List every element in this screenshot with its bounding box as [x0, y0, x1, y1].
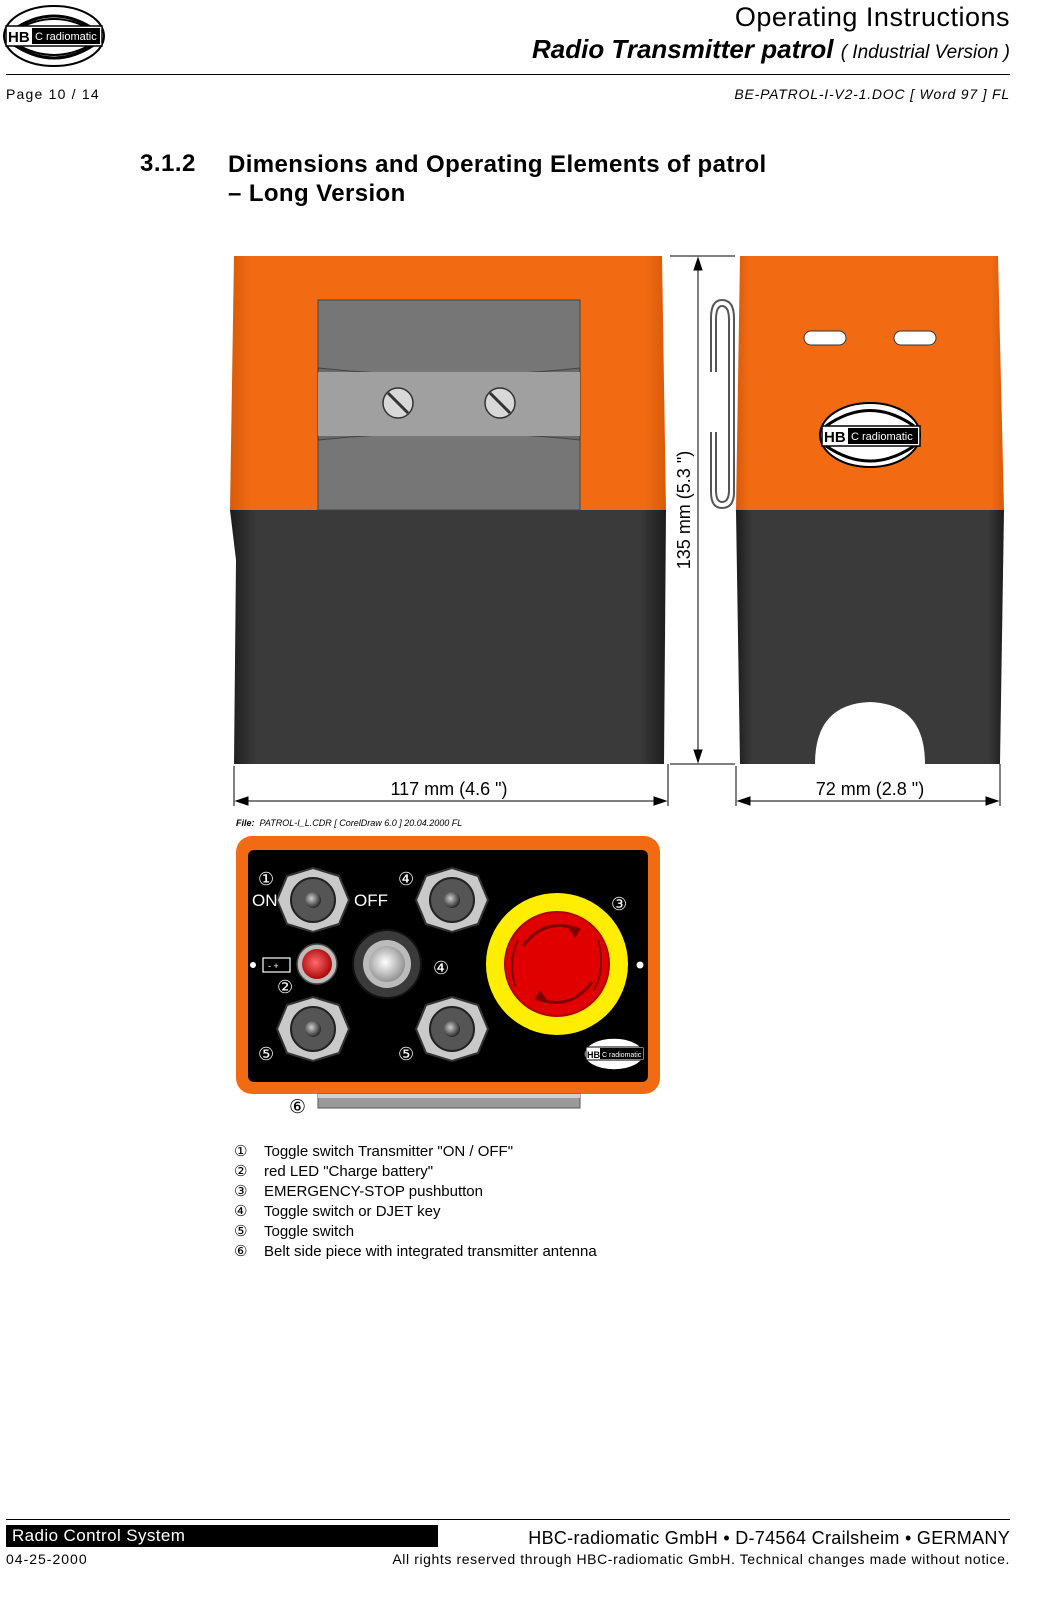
legend-text: Toggle switch: [264, 1223, 355, 1240]
svg-text:C radiomatic: C radiomatic: [35, 31, 97, 43]
document-subtitle-version: ( Industrial Version ): [840, 42, 1010, 63]
marker-2: ②: [277, 977, 293, 998]
legend-text: red LED "Charge battery": [264, 1163, 434, 1180]
page-number: Page 10 / 14: [6, 86, 100, 102]
marker-4-middle: ④: [433, 958, 449, 979]
document-subtitle: Radio Transmitter patrol ( Industrial Ve…: [532, 34, 1010, 65]
document-title: Operating Instructions: [734, 2, 1010, 32]
legend-number: ④: [234, 1203, 248, 1220]
legend-item: ⑥ Belt side piece with integrated transmi…: [234, 1242, 597, 1262]
legend-item: ④ Toggle switch or DJET key: [234, 1202, 597, 1222]
battery-label: - +: [268, 961, 279, 971]
belt-antenna-profile: [710, 298, 735, 510]
document-subtitle-main: Radio Transmitter patrol: [531, 34, 834, 64]
dimension-height-label: 135 mm (5.3 "): [674, 451, 694, 569]
svg-text:HB: HB: [8, 29, 30, 46]
off-label: OFF: [354, 891, 388, 910]
front-view: [230, 256, 666, 764]
dimension-lines: [233, 255, 1001, 806]
header-rule: [6, 74, 1010, 75]
legend-text: Toggle switch Transmitter "ON / OFF": [264, 1143, 514, 1160]
dimension-width-label: 117 mm (4.6 "): [390, 779, 507, 799]
battery-icon: - +: [250, 957, 291, 973]
legend-number: ②: [234, 1163, 248, 1180]
djet-key-icon: [352, 929, 422, 999]
side-slot: [803, 330, 847, 346]
svg-text:HB: HB: [587, 1050, 600, 1060]
side-logo: HB C radiomatic: [819, 402, 921, 468]
marker-4-top: ④: [398, 869, 414, 890]
belt-clip-upper: [317, 299, 581, 376]
belt-side-piece-highlight: [318, 1094, 580, 1098]
control-panel: - + HB C radiomatic ON OFF ① ④ ③ ④: [236, 836, 660, 1094]
panel-dot: [636, 961, 644, 969]
marker-1: ①: [258, 869, 274, 890]
screw-icon: [484, 387, 516, 419]
side-housing-bottom: [736, 510, 1004, 764]
legend-number: ⑥: [234, 1243, 248, 1260]
legend-item: ① Toggle switch Transmitter "ON / OFF": [234, 1142, 597, 1162]
panel-logo: HB C radiomatic: [583, 1037, 645, 1071]
footer-system-label: Radio Control System: [12, 1526, 186, 1545]
emergency-stop-icon: [486, 893, 628, 1035]
legend-number: ①: [234, 1143, 248, 1160]
legend-number: ③: [234, 1183, 248, 1200]
marker-5-left: ⑤: [258, 1044, 274, 1065]
footer-company: HBC-radiomatic GmbH • D-74564 Crailsheim…: [528, 1528, 1010, 1548]
toggle-switch-4-top: [414, 866, 490, 934]
belt-clip-middle: [318, 372, 580, 436]
footer-rights: All rights reserved through HBC-radiomat…: [392, 1551, 1010, 1567]
on-label: ON: [252, 891, 278, 910]
side-slot: [893, 330, 937, 346]
legend-text: Toggle switch or DJET key: [264, 1203, 441, 1220]
hbc-radiomatic-logo: HB C radiomatic: [3, 5, 105, 67]
belt-clip-lower: [317, 432, 581, 511]
toggle-switch-on-off: [275, 866, 351, 934]
file-label-prefix: File:: [236, 818, 255, 828]
toggle-switch-5-left: [275, 995, 351, 1063]
marker-6: ⑥: [289, 1096, 306, 1118]
section-title-line2: – Long Version: [228, 180, 406, 207]
marker-3: ③: [611, 894, 627, 915]
document-reference: BE-PATROL-I-V2-1.DOC [ Word 97 ] FL: [734, 86, 1010, 102]
section-title-line1: Dimensions and Operating Elements of pat…: [228, 151, 767, 178]
svg-text:C radiomatic: C radiomatic: [851, 431, 913, 443]
side-housing-top: [736, 256, 1004, 510]
legend-item: ③ EMERGENCY-STOP pushbutton: [234, 1182, 597, 1202]
dimension-depth-label: 72 mm (2.8 "): [816, 779, 924, 799]
svg-text:C radiomatic: C radiomatic: [602, 1052, 642, 1059]
marker-5-right: ⑤: [398, 1044, 414, 1065]
legend-item: ⑤ Toggle switch: [234, 1222, 597, 1242]
side-cutout: [815, 702, 925, 764]
file-label-text: PATROL-I_L.CDR [ CorelDraw 6.0 ] 20.04.2…: [259, 818, 463, 828]
footer-rule: [6, 1519, 1010, 1520]
section-number: 3.1.2: [140, 150, 196, 177]
front-housing-bottom: [230, 510, 666, 764]
file-label: File: PATROL-I_L.CDR [ CorelDraw 6.0 ] 2…: [236, 818, 462, 828]
screw-icon: [382, 387, 414, 419]
footer-date: 04-25-2000: [6, 1551, 88, 1567]
legend-text: Belt side piece with integrated transmit…: [264, 1243, 597, 1260]
red-led-icon: [296, 943, 338, 985]
side-view: HB C radiomatic: [736, 256, 1004, 764]
legend-number: ⑤: [234, 1223, 248, 1240]
svg-text:HB: HB: [824, 429, 846, 446]
legend-text: EMERGENCY-STOP pushbutton: [264, 1183, 483, 1200]
toggle-switch-5-right: [414, 995, 490, 1063]
legend-item: ② red LED "Charge battery": [234, 1162, 597, 1182]
footer-bar: [6, 1525, 438, 1547]
section-title: Dimensions and Operating Elements of pat…: [228, 150, 767, 208]
